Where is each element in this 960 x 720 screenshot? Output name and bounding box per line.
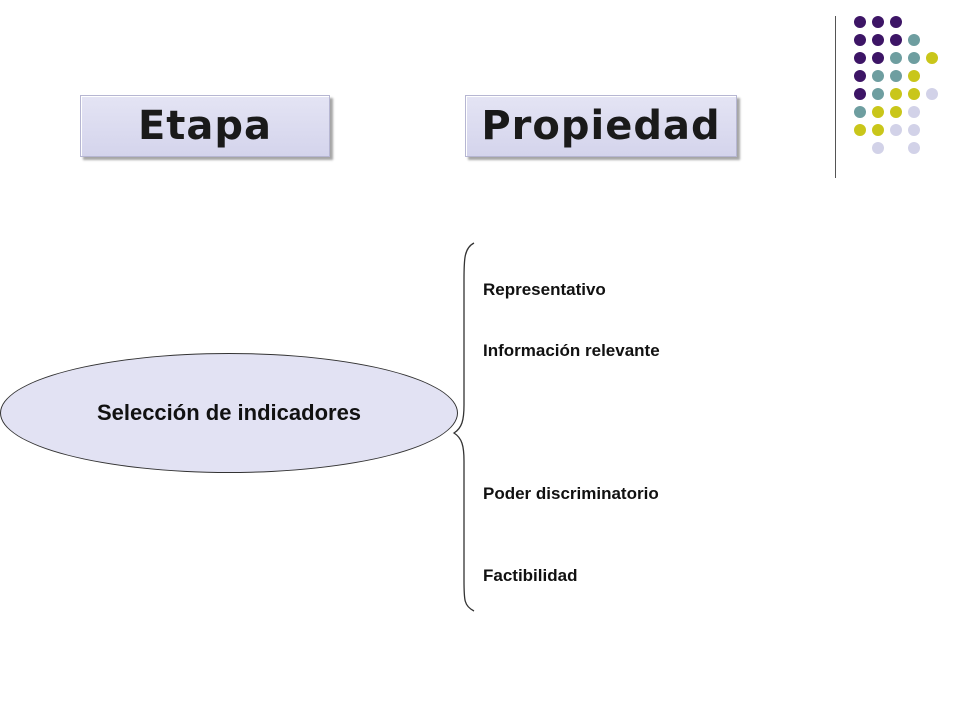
decorative-dot — [890, 16, 902, 28]
decorative-dot — [890, 88, 902, 100]
property-item: Factibilidad — [483, 566, 578, 585]
decorative-dot — [890, 52, 902, 64]
decorative-dot — [872, 34, 884, 46]
decorative-dot — [890, 124, 902, 136]
decorative-dot — [908, 142, 920, 154]
property-item: Representativo — [483, 280, 606, 299]
decorative-dot — [890, 106, 902, 118]
decorative-dot — [872, 52, 884, 64]
decorative-dot — [872, 124, 884, 136]
header-propiedad-label: Propiedad — [481, 103, 721, 149]
decorative-dot — [854, 52, 866, 64]
decorative-dot — [872, 88, 884, 100]
property-item: Información relevante — [483, 341, 660, 360]
stage-ellipse: Selección de indicadores — [0, 353, 458, 473]
decorative-dot — [872, 70, 884, 82]
decorative-dot — [872, 106, 884, 118]
decorative-dot — [926, 52, 938, 64]
property-item: Poder discriminatorio — [483, 484, 659, 503]
decorative-dot — [908, 70, 920, 82]
decorative-dot — [890, 34, 902, 46]
decorative-dot — [908, 88, 920, 100]
decorative-dot — [908, 52, 920, 64]
decorative-dot-grid — [854, 16, 938, 154]
decorative-dot — [872, 16, 884, 28]
decorative-dot — [854, 34, 866, 46]
decorative-dot — [908, 106, 920, 118]
decorative-dot — [872, 142, 884, 154]
header-etapa: Etapa — [80, 95, 330, 157]
header-etapa-label: Etapa — [137, 103, 273, 149]
decorative-dot — [908, 34, 920, 46]
decorative-dot — [854, 16, 866, 28]
curly-brace-icon — [452, 242, 475, 612]
stage-label: Selección de indicadores — [96, 400, 362, 425]
decorative-divider — [835, 16, 836, 178]
decorative-dot — [854, 70, 866, 82]
decorative-dot — [890, 70, 902, 82]
decorative-dot — [854, 88, 866, 100]
decorative-dot — [854, 124, 866, 136]
decorative-dot — [926, 88, 938, 100]
header-propiedad: Propiedad — [465, 95, 737, 157]
decorative-dot — [908, 124, 920, 136]
decorative-dot — [854, 106, 866, 118]
